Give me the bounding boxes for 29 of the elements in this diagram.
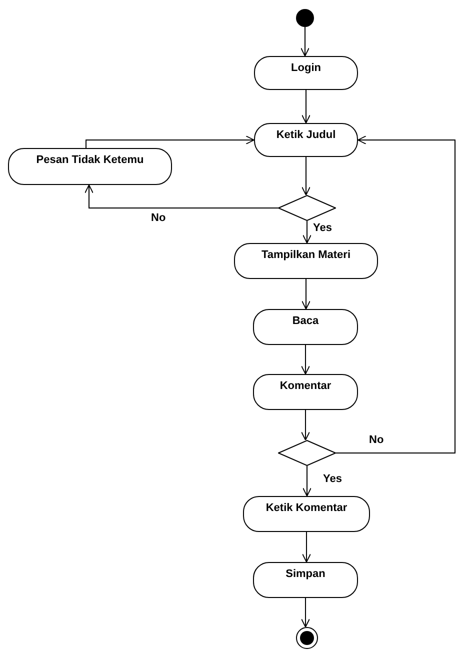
- arrow: [336, 136, 456, 454]
- activity-box: Ketik Judul: [254, 123, 358, 157]
- activity-box: Baca: [253, 309, 358, 345]
- arrow: [84, 184, 278, 208]
- edge-label: No: [368, 435, 385, 446]
- arrow: [302, 532, 311, 562]
- activity-box: Pesan Tidak Ketemu: [8, 148, 172, 185]
- arrow: [86, 136, 254, 148]
- edge-label: No: [150, 213, 167, 224]
- arrow: [302, 278, 310, 310]
- decision-diamond: [278, 195, 336, 221]
- arrow: [302, 220, 312, 244]
- arrow: [301, 344, 310, 374]
- edge-label: Yes: [312, 223, 333, 234]
- final-node: [296, 627, 318, 649]
- arrow: [301, 598, 310, 628]
- initial-node: [296, 9, 314, 27]
- activity-box: Komentar: [253, 374, 358, 410]
- activity-box: Login: [254, 56, 358, 90]
- edge-label: Yes: [322, 474, 343, 485]
- arrow: [300, 26, 310, 56]
- arrow: [301, 410, 310, 440]
- arrow: [302, 90, 310, 124]
- arrow: [302, 466, 312, 496]
- activity-box: Tampilkan Materi: [234, 243, 378, 279]
- activity-box: Simpan: [253, 562, 358, 598]
- activity-box: Ketik Komentar: [243, 496, 370, 532]
- decision-diamond: [278, 440, 336, 466]
- arrow: [302, 156, 310, 196]
